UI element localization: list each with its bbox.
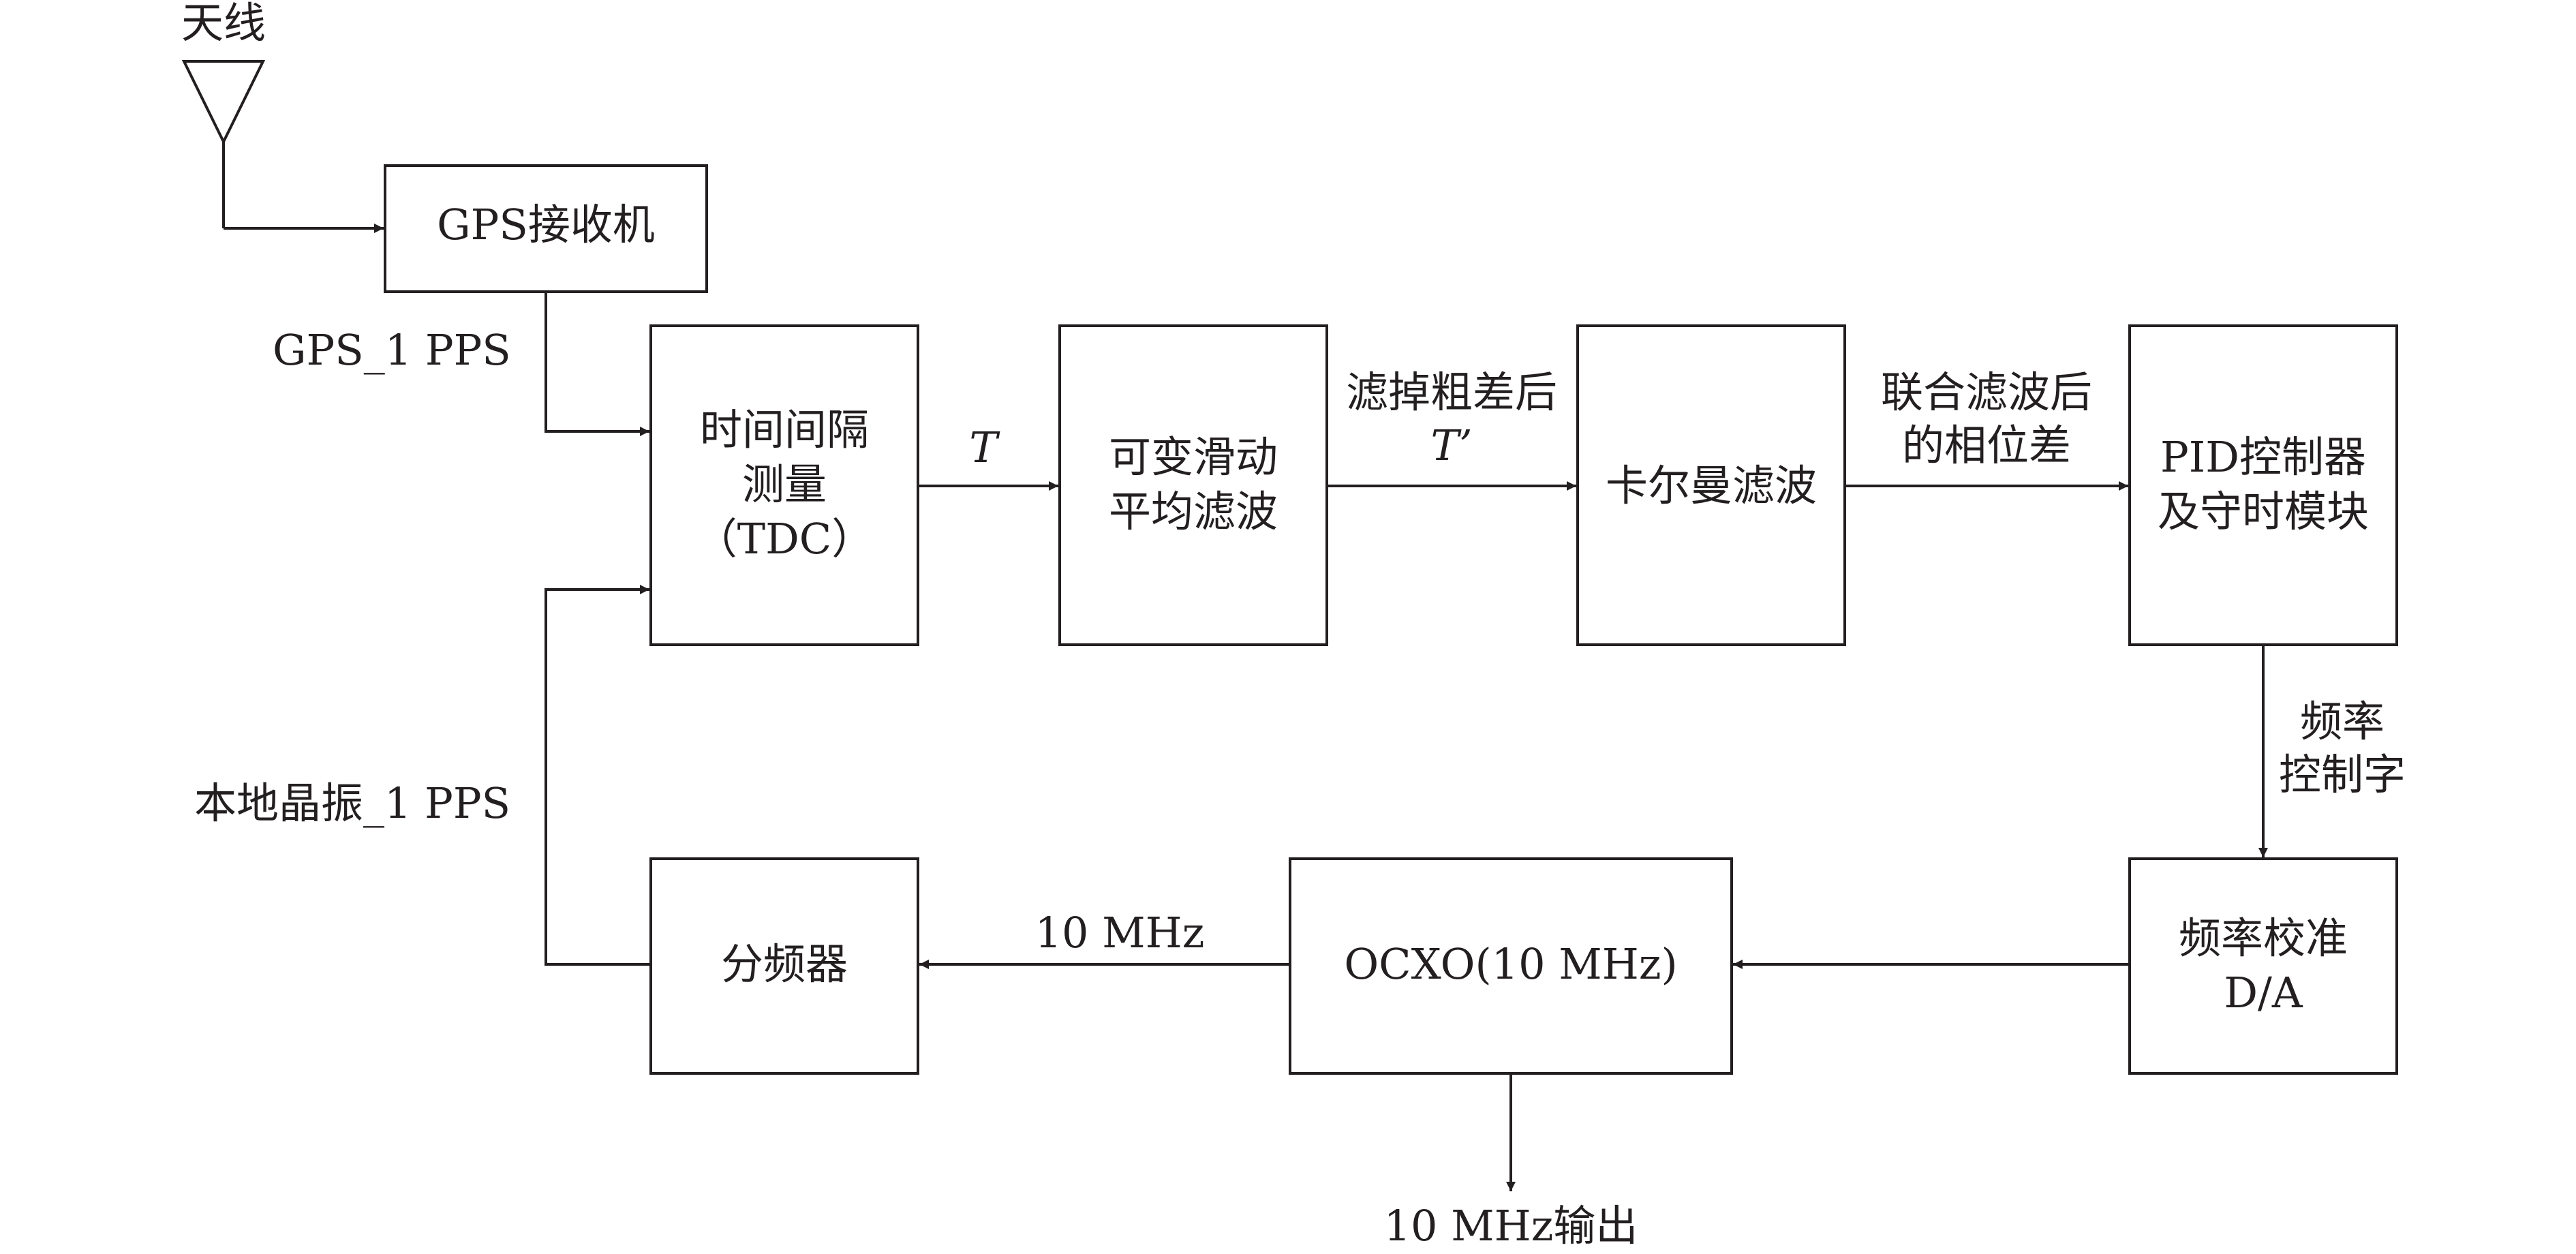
freq-word-label-line1: 频率 — [2300, 697, 2385, 746]
pid-label-line2: 及守时模块 — [2158, 487, 2369, 536]
moving-average-label-line1: 可变滑动 — [1109, 432, 1278, 482]
gps-receiver-label: GPS接收机 — [437, 200, 655, 249]
freq-word-label-line2: 控制字 — [2279, 750, 2406, 799]
kalman-filter-block: 卡尔曼滤波 — [1576, 324, 1846, 646]
t-prime-label: T’ — [1430, 420, 1472, 470]
tdc-label-line1: 时间间隔 — [700, 405, 869, 455]
freq-calibration-label-line2: D/A — [2224, 968, 2303, 1018]
ten-mhz-output-label: 10 MHz输出 — [1384, 1201, 1638, 1251]
antenna-label: 天线 — [181, 0, 266, 48]
frequency-divider-block: 分频器 — [649, 857, 919, 1075]
freq-calibration-label-line1: 频率校准 — [2179, 913, 2348, 963]
moving-average-label-line2: 平均滤波 — [1109, 487, 1278, 536]
ten-mhz-label: 10 MHz — [1035, 908, 1205, 958]
joint-filtered-label-line1: 联合滤波后 — [1881, 367, 2092, 417]
divider-label: 分频器 — [721, 939, 848, 989]
ocxo-block: OCXO(10 MHz) — [1289, 857, 1733, 1075]
tdc-block: 时间间隔 测量 （TDC） — [649, 324, 919, 646]
ocxo-label: OCXO(10 MHz) — [1344, 939, 1677, 989]
kalman-label: 卡尔曼滤波 — [1606, 461, 1817, 510]
tdc-label-line3: （TDC） — [695, 514, 874, 564]
pid-controller-block: PID控制器 及守时模块 — [2128, 324, 2398, 646]
gps-receiver-block: GPS接收机 — [384, 164, 708, 293]
pid-label-line1: PID控制器 — [2160, 432, 2366, 482]
local-pps-feedback-arrow — [545, 585, 651, 966]
local-pps-label: 本地晶振_1 PPS — [194, 778, 510, 828]
joint-filtered-label-line2: 的相位差 — [1902, 420, 2071, 470]
t-signal-label: T — [969, 423, 1000, 472]
frequency-calibration-block: 频率校准 D/A — [2128, 857, 2398, 1075]
gps-pps-arrow — [545, 292, 649, 436]
moving-average-filter-block: 可变滑动 平均滤波 — [1058, 324, 1328, 646]
antenna-icon — [181, 60, 266, 228]
tdc-label-line2: 测量 — [742, 459, 827, 509]
gps-pps-label: GPS_1 PPS — [273, 325, 511, 375]
after-outlier-label: 滤掉粗差后 — [1346, 367, 1557, 417]
